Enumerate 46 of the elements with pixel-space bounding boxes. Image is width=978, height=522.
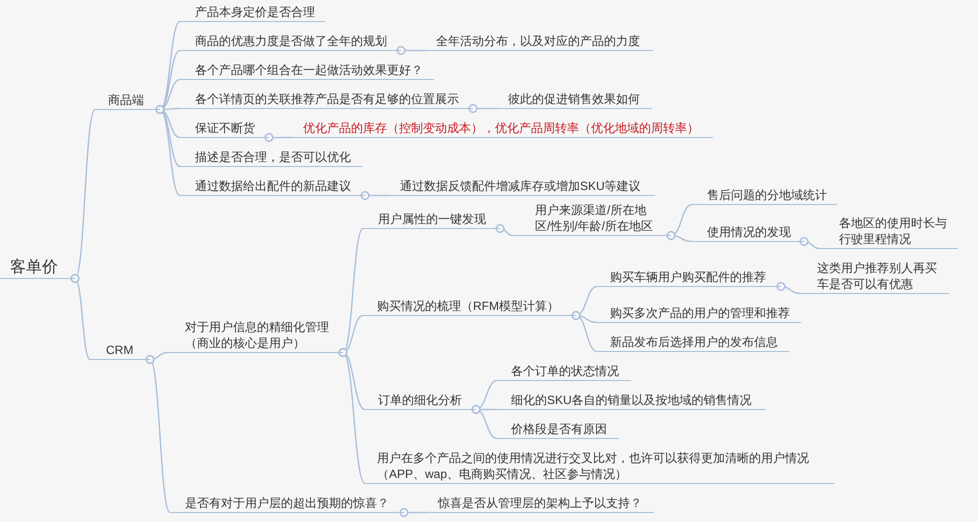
mind-map-topic: 购买情况的梳理（RFM模型计算） (363, 298, 576, 316)
mind-map-topic: 各个详情页的关联推荐产品是否有足够的位置展示 (180, 91, 473, 109)
mind-map-topic: 产品本身定价是否合理 (180, 4, 325, 22)
central-topic: 客单价 (0, 259, 75, 279)
branch-connector (360, 191, 390, 200)
mind-map-topic: 商品端 (95, 92, 160, 110)
mind-map-topic: 售后问题的分地域统计 (692, 187, 837, 205)
mind-map-topic: 这类用户推荐别人再买车是否可以有优惠 (800, 260, 949, 294)
mind-map-topic: 新品发布后选择用户的发布信息 (597, 334, 789, 352)
mind-map-topic: 价格段是否有原因 (497, 421, 619, 439)
mind-map-topic: 惊喜是否从管理层的架构上予以支持？ (428, 495, 654, 513)
branch-connector (468, 104, 498, 113)
mind-map-topic: 描述是否合理，是否可以优化 (180, 149, 362, 167)
mind-map-topic: 通过数据给出配件的新品建议 (180, 178, 365, 196)
mind-map-topic: CRM (90, 342, 150, 360)
branch-connector (800, 237, 820, 250)
mind-map-topic: 保证不断货 (180, 120, 269, 138)
mind-map-topic: 各地区的使用时长与行驶里程情况 (820, 215, 958, 249)
branch-connector (396, 46, 426, 55)
mind-map-topic: 细化的SKU各自的销量以及按地域的销售情况 (497, 392, 766, 410)
mind-map-topic: 是否有对于用户层的超出预期的惊喜？ (170, 495, 404, 513)
mind-map-topic: 全年活动分布，以及对应的产品的力度 (426, 33, 653, 51)
mind-map-topic: 订单的细化分析 (365, 392, 476, 410)
branch-connector (264, 133, 293, 142)
mind-map-topic: 彼此的促进销售效果如何 (498, 91, 652, 109)
branch-connector (572, 311, 598, 352)
mind-map-topic: 购买多次产品的用户的管理和推荐 (597, 305, 801, 323)
mind-map-topic: 通过数据反馈配件增减库存或增加SKU等建议 (390, 178, 655, 196)
branch-connector (400, 508, 428, 517)
mind-map-topic: 使用情况的发现 (692, 224, 804, 242)
branch-connector (70, 274, 90, 360)
branch-connector (666, 231, 692, 242)
mind-map-topic: 用户属性的一键发现 (363, 211, 500, 229)
branch-connector (776, 282, 800, 294)
mind-map-topic: 各个订单的状态情况 (497, 363, 631, 381)
mind-map-topic: 商品的优惠力度是否做了全年的规划 (180, 33, 401, 51)
mind-map-topic: 用户在多个产品之间的使用情况进行交叉比对，也许可以获得更加清晰的用户情况（APP、wap、电商购买情况、社区参与情况） (365, 450, 834, 484)
mind-map-topic: 对于用户信息的精细化管理（商业的核心是用户） (168, 319, 343, 353)
branch-connector (496, 224, 514, 236)
mind-map-topic: 优化产品的库存（控制变动成本），优化产品周转率（优化地域的周转率） (293, 120, 713, 138)
branch-connector (146, 355, 171, 513)
mind-map-topic: 各个产品哪个组合在一起做活动效果更好？ (180, 62, 434, 80)
branch-connector (472, 405, 498, 440)
mind-map-topic: 用户来源渠道/所在地区/性别/年龄/所在地区 (513, 202, 671, 236)
mind-map-topic: 购买车辆用户购买配件的推荐 (597, 269, 781, 287)
branch-connector (338, 348, 366, 484)
